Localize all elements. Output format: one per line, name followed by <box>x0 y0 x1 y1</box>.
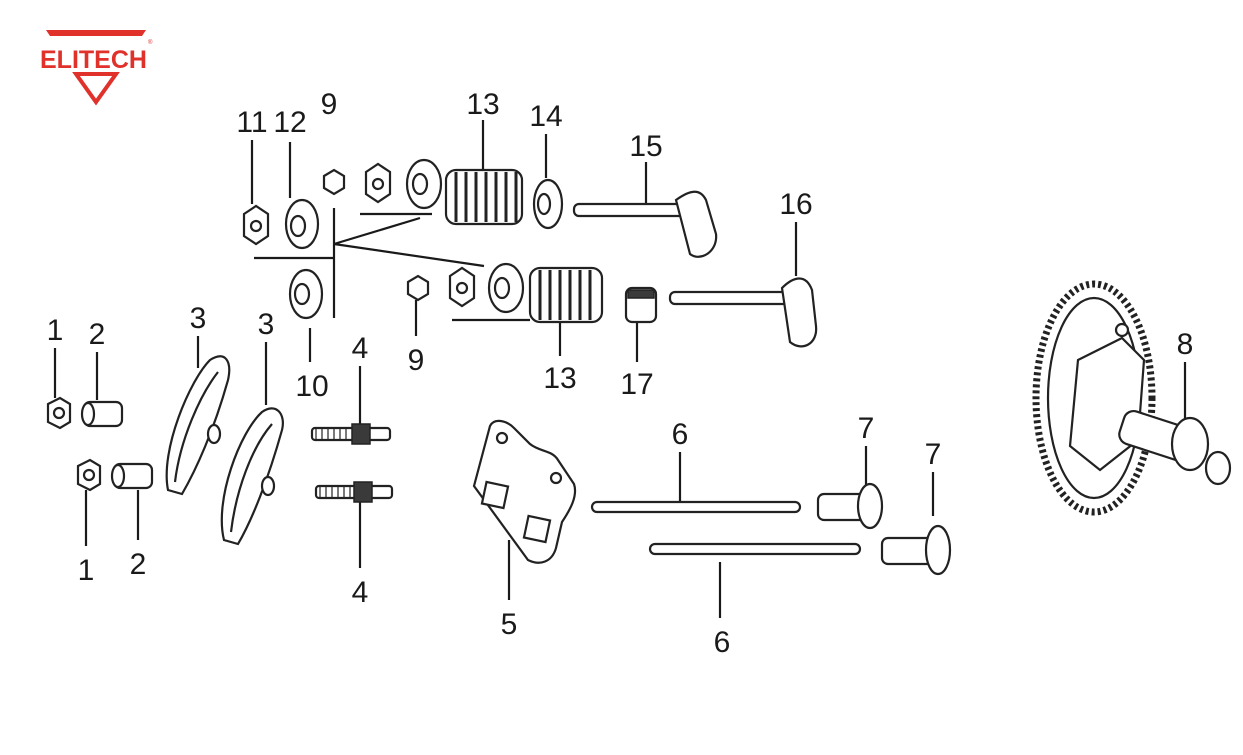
callout-13-lower: 13 <box>543 362 576 395</box>
part-lower-cap <box>487 262 525 314</box>
part-6-push-rod-upper <box>590 500 802 514</box>
part-2-sleeve-upper <box>80 400 124 428</box>
callout-6-lower: 6 <box>714 626 731 659</box>
part-4-stud-upper <box>310 423 392 445</box>
part-11-nut <box>242 204 270 246</box>
part-9-keeper-lower <box>406 274 430 302</box>
leader-lines <box>53 120 1187 618</box>
callout-2-upper: 2 <box>89 318 106 351</box>
callout-7-lower: 7 <box>925 438 942 471</box>
part-2-sleeve-lower <box>110 462 154 490</box>
callout-16: 16 <box>779 188 812 221</box>
part-12-adjuster <box>284 198 320 250</box>
callout-15: 15 <box>629 130 662 163</box>
callout-1-lower: 1 <box>78 554 95 587</box>
part-13-valve-spring-lower <box>528 266 604 324</box>
callout-6-upper: 6 <box>672 418 689 451</box>
part-6-push-rod-lower <box>648 542 862 556</box>
brand-name: ELITECH <box>40 46 147 74</box>
callout-3-right: 3 <box>258 308 275 341</box>
brand-trademark: ® <box>148 39 153 46</box>
callout-9-upper: 9 <box>321 88 338 121</box>
part-17-valve-seal <box>624 286 658 324</box>
callout-11: 11 <box>236 106 267 139</box>
part-7-tappet-lower <box>880 524 952 576</box>
part-14-spring-retainer <box>532 178 564 230</box>
part-lower-nut-small <box>448 266 476 308</box>
callout-12: 12 <box>273 106 306 139</box>
callout-2-lower: 2 <box>130 548 147 581</box>
callout-3-left: 3 <box>190 302 207 335</box>
elitech-logo: ELITECH ® <box>40 30 153 106</box>
part-3-rocker-arm-2 <box>220 407 284 546</box>
part-16-valve-lower <box>668 277 818 348</box>
callout-13-upper: 13 <box>466 88 499 121</box>
part-upper-cap <box>405 158 443 210</box>
callout-17: 17 <box>620 368 653 401</box>
callout-9-lower: 9 <box>408 344 425 377</box>
part-5-guide-plate <box>472 419 577 564</box>
part-8-camshaft <box>1032 280 1232 516</box>
part-4-stud-lower <box>314 481 394 503</box>
part-13-valve-spring-upper <box>444 168 524 226</box>
callout-7-upper: 7 <box>858 412 875 445</box>
part-1-nut-lower <box>76 458 102 492</box>
part-1-nut-upper <box>46 396 72 430</box>
callout-1-upper: 1 <box>47 314 64 347</box>
part-7-tappet-upper <box>816 482 884 530</box>
part-upper-nut-small <box>364 162 392 204</box>
part-10-adjuster <box>288 268 324 320</box>
callout-4-lower: 4 <box>352 576 369 609</box>
callout-4-upper: 4 <box>352 332 369 365</box>
callouts: 1 1 2 2 3 3 4 4 5 6 6 7 7 8 9 9 10 11 12… <box>47 88 1194 659</box>
callout-5: 5 <box>501 608 518 641</box>
callout-10: 10 <box>295 370 328 403</box>
part-3-rocker-arm-1 <box>165 355 231 496</box>
callout-14: 14 <box>529 100 562 133</box>
callout-8: 8 <box>1177 328 1194 361</box>
part-15-valve-upper <box>572 190 718 258</box>
part-9-keeper-upper <box>322 168 346 196</box>
